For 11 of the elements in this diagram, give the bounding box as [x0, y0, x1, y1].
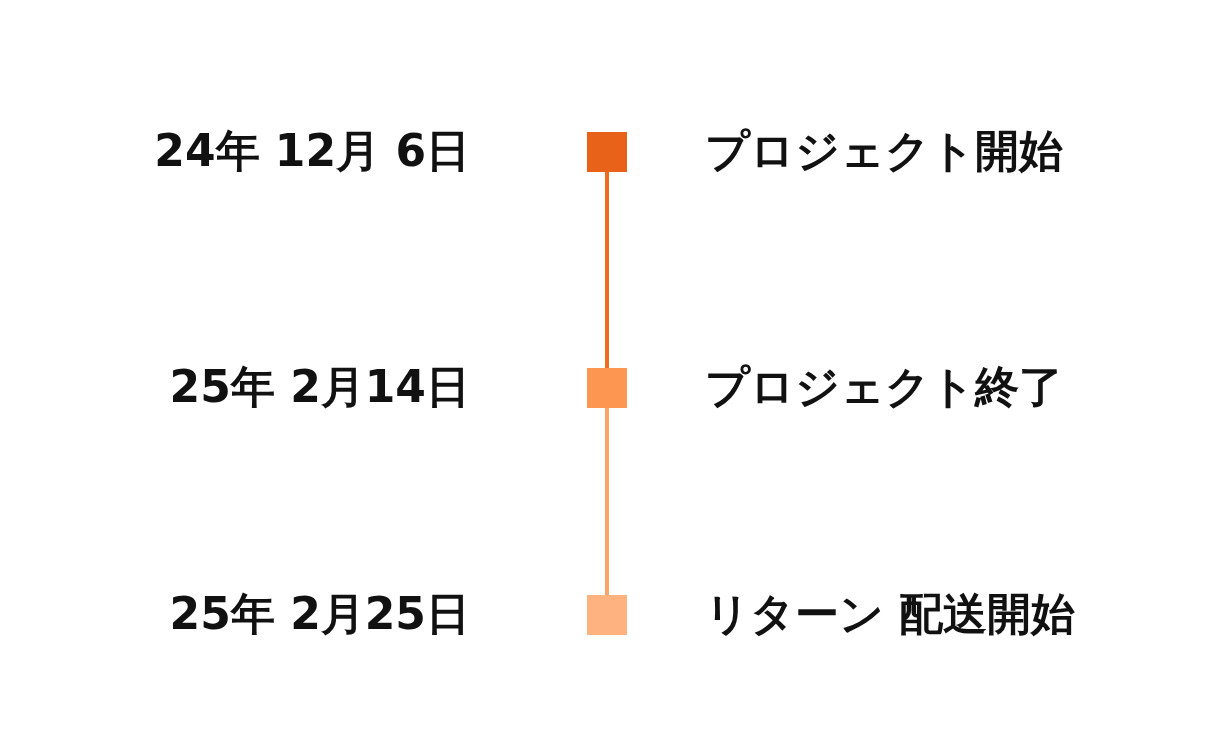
event-label: リターン 配送開始 — [705, 588, 1076, 640]
event-label: プロジェクト開始 — [705, 125, 1063, 177]
connector-line — [605, 172, 609, 368]
date-label: 25年 2月14日 — [169, 361, 470, 413]
milestone-marker — [587, 368, 627, 408]
date-label: 25年 2月25日 — [169, 588, 470, 640]
milestone-marker — [587, 132, 627, 172]
connector-line — [605, 408, 609, 595]
date-label: 24年 12月 6日 — [154, 125, 470, 177]
milestone-marker — [587, 595, 627, 635]
event-label: プロジェクト終了 — [705, 361, 1063, 413]
